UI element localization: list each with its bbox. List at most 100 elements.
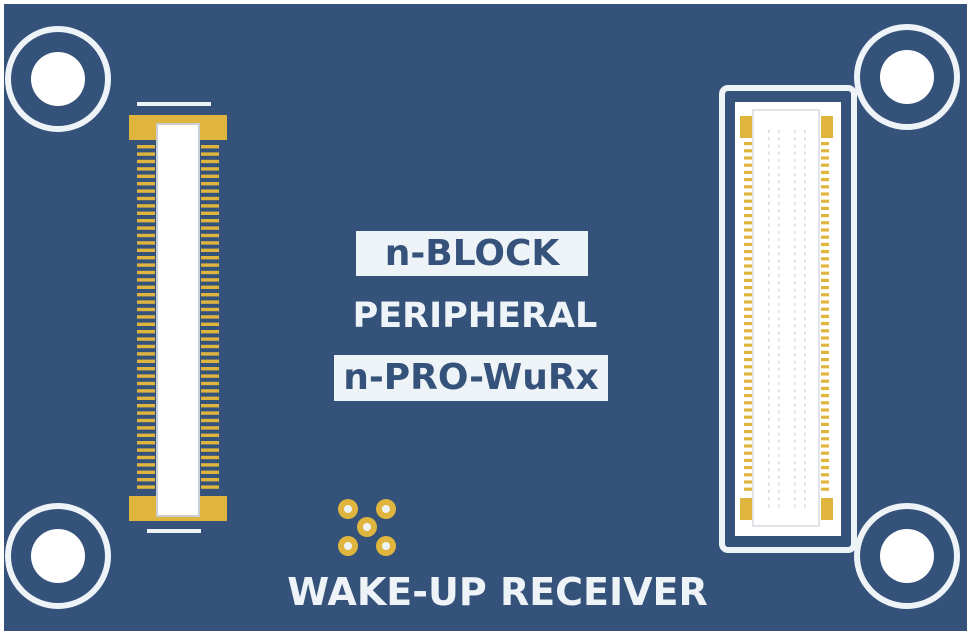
connector-pin [821, 343, 829, 347]
connector-contact [768, 151, 770, 155]
connector-pin [137, 463, 155, 467]
connector-pin [744, 199, 752, 203]
connector-pin [137, 174, 155, 178]
connector-contact [804, 432, 806, 436]
connector-pin [201, 196, 219, 201]
connector-pin [744, 372, 752, 376]
connector-contact [794, 137, 796, 141]
connector-contact [768, 425, 770, 429]
connector-contact [794, 310, 796, 313]
connector-contact [804, 187, 806, 191]
connector-contact [794, 331, 796, 335]
connector-contact [804, 238, 806, 241]
connector-contact [778, 223, 780, 227]
connector-pin [744, 437, 752, 441]
connector-contact [794, 418, 796, 421]
connector-pin [821, 242, 829, 246]
connector-pin [201, 174, 219, 178]
connector-contact [768, 346, 770, 349]
connector-contact [778, 331, 780, 335]
connector-contact [778, 144, 780, 148]
connector-pin [137, 478, 155, 482]
connector-pin [201, 433, 219, 437]
connector-contact [794, 367, 796, 371]
connector-pin [821, 185, 829, 189]
connector-pin [821, 149, 829, 153]
connector-pin [137, 219, 155, 223]
connector-contact [768, 331, 770, 335]
connector-contact [778, 252, 780, 256]
connector-contact [804, 353, 806, 357]
connector-contact [778, 382, 780, 385]
connector-pin [821, 422, 829, 426]
connector-contact [768, 317, 770, 321]
connector-pin [744, 257, 752, 261]
mounting-hole-top-right [854, 24, 960, 130]
connector-contact [794, 425, 796, 429]
test-pad-2 [376, 499, 396, 519]
connector-contact [778, 166, 780, 169]
connector-contact [804, 346, 806, 349]
connector-pin [821, 444, 829, 448]
connector-contact [768, 288, 770, 292]
connector-contact [794, 288, 796, 292]
connector-pin [137, 145, 155, 149]
connector-pin [137, 441, 155, 445]
connector-contact [804, 331, 806, 335]
connector-pin [137, 381, 155, 386]
connector-pin [744, 451, 752, 455]
connector-contact [804, 504, 806, 508]
connector-contact [794, 497, 796, 501]
connector-pin [821, 264, 829, 268]
connector-contact [778, 302, 780, 306]
connector-contact [778, 274, 780, 277]
connector-pin [821, 170, 829, 174]
connector-contact [794, 151, 796, 155]
connector-pin [744, 235, 752, 239]
connector-pin [821, 386, 829, 390]
connector-contact [768, 295, 770, 299]
connector-contact [804, 338, 806, 342]
connector-pin [137, 300, 155, 304]
mounting-hole-bottom-right [854, 503, 960, 609]
connector-pin [744, 365, 752, 369]
connector-contact [778, 238, 780, 241]
connector-contact [804, 259, 806, 263]
connector-contact [778, 209, 780, 213]
connector-contact [804, 310, 806, 313]
connector-pin [201, 404, 219, 408]
connector-contact [768, 209, 770, 213]
connector-pin [201, 455, 219, 460]
connector-contact [768, 374, 770, 378]
connector-pin [744, 149, 752, 153]
connector-contact [804, 382, 806, 385]
connector-pin [201, 233, 219, 238]
connector-pin [201, 159, 219, 164]
connector-pin [821, 379, 829, 383]
connector-pin [744, 350, 752, 354]
left-board-connector [129, 102, 227, 533]
connector-contact [794, 223, 796, 227]
connector-contact [804, 403, 806, 407]
connector-pin [137, 167, 155, 171]
connector-contact [804, 252, 806, 256]
connector-pin [821, 350, 829, 354]
connector-pin [744, 458, 752, 462]
connector-contact [794, 389, 796, 393]
connector-pin [137, 307, 155, 312]
connector-pin [744, 206, 752, 210]
connector-pin [744, 394, 752, 398]
test-pad-5 [376, 536, 396, 556]
connector-contact [768, 137, 770, 141]
connector-pin [744, 170, 752, 174]
test-pad-cluster [338, 499, 396, 556]
connector-contact [768, 281, 770, 285]
connector-pin [137, 241, 155, 245]
connector-pin [137, 204, 155, 208]
connector-contact [804, 230, 806, 234]
connector-contact [778, 137, 780, 141]
connector-pin [744, 314, 752, 318]
connector-pin [137, 248, 155, 252]
connector-pin [137, 470, 155, 474]
